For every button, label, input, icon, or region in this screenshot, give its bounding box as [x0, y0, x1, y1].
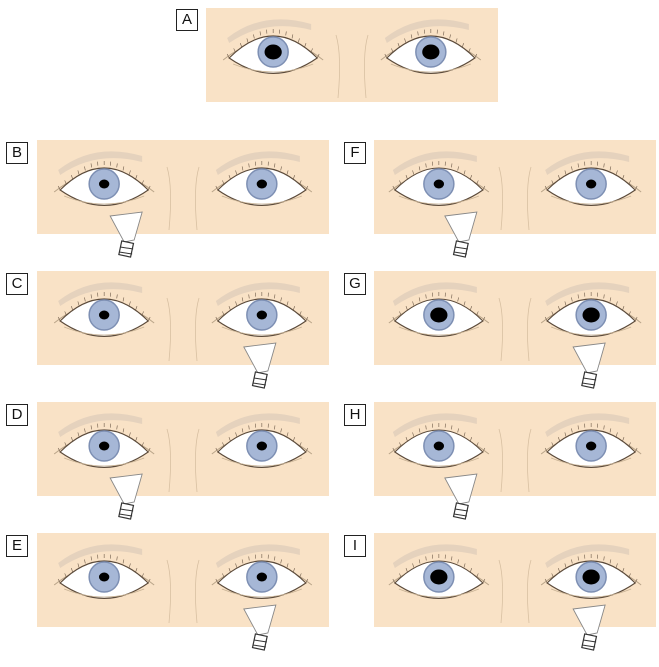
panel-label-c: C [6, 273, 28, 295]
left-pupil [583, 570, 600, 585]
penlight-icon [244, 605, 276, 650]
panel-label-d: D [6, 404, 28, 426]
panel-label-h: H [344, 404, 366, 426]
panel-label-a: A [176, 9, 198, 31]
panel-h-eyes [374, 402, 656, 496]
right-pupil [99, 573, 109, 582]
right-pupil [265, 45, 282, 60]
penlight-icon [110, 212, 142, 257]
panel-e-eyes [37, 533, 329, 627]
left-pupil [586, 180, 596, 189]
left-pupil [257, 573, 267, 582]
right-pupil [434, 180, 444, 189]
left-pupil [422, 45, 439, 60]
left-pupil [257, 442, 267, 451]
penlight-icon [445, 474, 477, 519]
panel-label-b: B [6, 142, 28, 164]
panel-d-eyes [37, 402, 329, 496]
panel-c-eyes [37, 271, 329, 365]
right-pupil [434, 442, 444, 451]
panel-b-eyes [37, 140, 329, 234]
panel-label-e: E [6, 535, 28, 557]
left-pupil [257, 311, 267, 320]
right-pupil [430, 570, 447, 585]
penlight-icon [445, 212, 477, 257]
panel-label-g: G [344, 273, 366, 295]
right-pupil [430, 308, 447, 323]
panel-label-i: I [344, 535, 366, 557]
left-pupil [586, 442, 596, 451]
penlight-icon [110, 474, 142, 519]
panel-i-eyes [374, 533, 656, 627]
penlight-icon [573, 605, 605, 650]
panel-f-eyes [374, 140, 656, 234]
panel-a-eyes [206, 8, 498, 102]
panel-g-eyes [374, 271, 656, 365]
left-pupil [583, 308, 600, 323]
panel-label-f: F [344, 142, 366, 164]
right-pupil [99, 180, 109, 189]
left-pupil [257, 180, 267, 189]
penlight-icon [573, 343, 605, 388]
right-pupil [99, 311, 109, 320]
penlight-icon [244, 343, 276, 388]
right-pupil [99, 442, 109, 451]
